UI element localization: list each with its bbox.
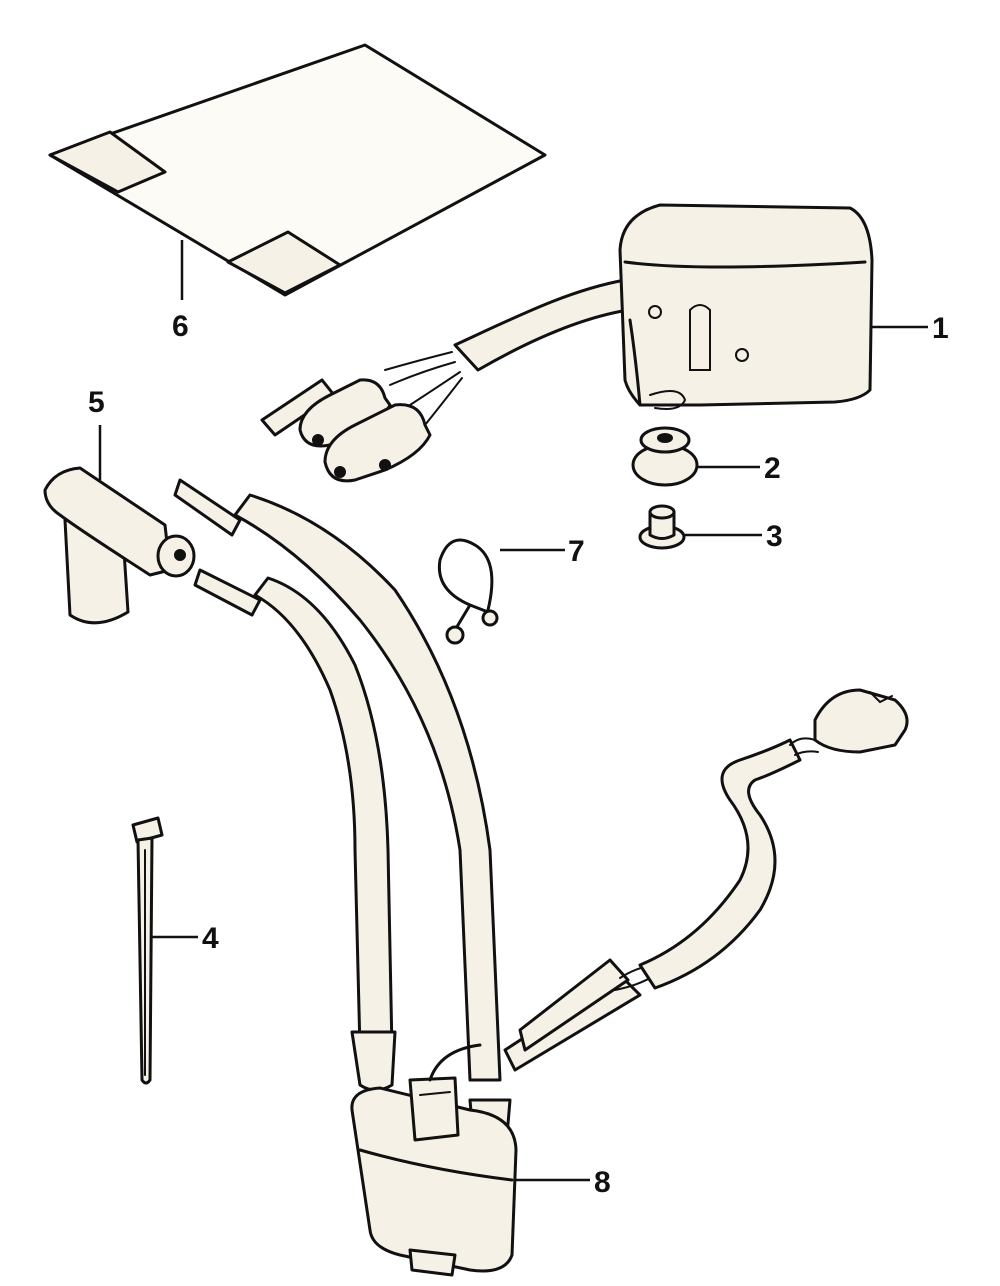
callout-7: 7 — [568, 535, 585, 568]
part-6-decal-sheet — [48, 43, 547, 297]
callout-8: 8 — [594, 1166, 611, 1199]
callout-1: 1 — [932, 312, 949, 345]
part-5-spark-plug-cap — [43, 466, 196, 625]
part-2-grommet — [631, 390, 699, 487]
part-1-cdi-unit — [260, 203, 874, 483]
callout-5: 5 — [88, 386, 105, 419]
part-8-ignition-coil — [173, 478, 909, 1277]
callout-4: 4 — [202, 922, 219, 955]
part-4-cable-tie — [131, 816, 164, 1085]
callout-2: 2 — [764, 452, 781, 485]
part-3-collar — [638, 504, 686, 550]
callout-6: 6 — [172, 310, 189, 343]
part-7-wire-clip — [437, 538, 499, 645]
callout-3: 3 — [766, 520, 783, 553]
